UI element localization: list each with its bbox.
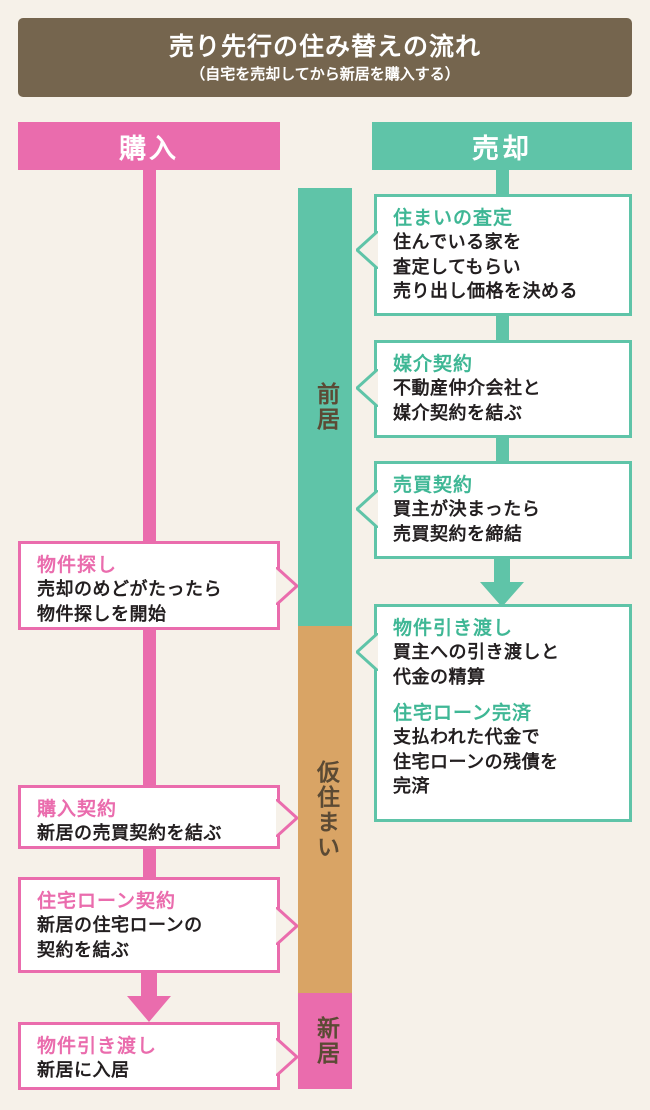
- sell-connector-1-2: [496, 313, 509, 343]
- buy-step-body-3: 新居の住宅ローンの契約を結ぶ: [37, 915, 203, 961]
- buy-down-arrow-icon: [127, 969, 171, 1022]
- sell-step-subbody-4: 支払われた代金で住宅ローンの残債を完済: [393, 727, 559, 798]
- buy-step-title-4: 物件引き渡し: [37, 1035, 158, 1057]
- right-chevron-notch-icon: [276, 799, 298, 837]
- sell-step-card-handover[interactable]: 物件引き渡し 買主への引き渡しと代金の精算 住宅ローン完済 支払われた代金で住宅…: [356, 604, 632, 822]
- sell-step-body-2: 不動産仲介会社と媒介契約を結ぶ: [393, 378, 541, 424]
- sell-notch-icon-3: [356, 490, 378, 528]
- buy-notch-icon-3: [276, 907, 298, 945]
- column-header-sell-label: 売却: [472, 133, 532, 165]
- buy-step-body-2: 新居の売買契約を結ぶ: [37, 823, 222, 845]
- sell-notch-icon-2: [356, 369, 378, 407]
- buy-step-title-3: 住宅ローン契約: [37, 890, 177, 912]
- sell-step-subtitle-4: 住宅ローン完済: [393, 702, 533, 725]
- column-header-buy-label: 購入: [119, 133, 179, 165]
- buy-notch-icon-1: [276, 567, 298, 605]
- timeline-segment-previous-home: 前居: [298, 188, 352, 626]
- buy-notch-icon-2: [276, 799, 298, 837]
- diagram-title-bar: 売り先行の住み替えの流れ （自宅を売却してから新居を購入する）: [18, 18, 632, 97]
- timeline-segment-new-home: 新居: [298, 993, 352, 1089]
- sell-step-title-1: 住まいの査定: [393, 207, 514, 229]
- sell-step-title-4: 物件引き渡し: [393, 617, 514, 639]
- left-chevron-notch-icon: [356, 633, 378, 671]
- diagram-subtitle: （自宅を売却してから新居を購入する）: [190, 64, 460, 83]
- buy-notch-icon-4: [276, 1038, 298, 1076]
- column-header-sell: 売却: [372, 122, 632, 170]
- buy-step-title-1: 物件探し: [37, 554, 118, 576]
- sell-step-body-4: 買主への引き渡しと代金の精算: [393, 642, 560, 688]
- left-chevron-notch-icon: [356, 231, 378, 269]
- sell-step-card-appraisal[interactable]: 住まいの査定 住んでいる家を査定してもらい売り出し価格を決める: [356, 194, 632, 316]
- sell-notch-icon-1: [356, 231, 378, 269]
- buy-step-card-property-search[interactable]: 物件探し 売却のめどがたったら物件探しを開始: [18, 541, 298, 630]
- sell-spine-connector: [496, 170, 509, 198]
- left-chevron-notch-icon: [356, 369, 378, 407]
- timeline-segment-new-home-label: 新居: [312, 1016, 339, 1066]
- sell-step-body-3: 買主が決まったら売買契約を締結: [393, 499, 541, 545]
- timeline-segment-temporary-housing-label: 仮住まい: [312, 759, 339, 860]
- right-chevron-notch-icon: [276, 567, 298, 605]
- buy-step-body-1: 売却のめどがたったら物件探しを開始: [37, 579, 222, 625]
- left-chevron-notch-icon: [356, 490, 378, 528]
- sell-connector-2-3: [496, 435, 509, 464]
- right-chevron-notch-icon: [276, 907, 298, 945]
- timeline-segment-temporary-housing: 仮住まい: [298, 626, 352, 993]
- right-chevron-notch-icon: [276, 1038, 298, 1076]
- buy-step-body-4: 新居に入居: [37, 1060, 130, 1082]
- sell-down-arrow-3-4: [478, 556, 526, 612]
- buy-step-title-2: 購入契約: [37, 798, 118, 820]
- sell-notch-icon-4: [356, 633, 378, 671]
- sell-step-title-2: 媒介契約: [393, 353, 474, 375]
- column-header-buy: 購入: [18, 122, 280, 170]
- sell-step-card-sales-contract[interactable]: 売買契約 買主が決まったら売買契約を締結: [356, 461, 632, 559]
- buy-step-card-handover[interactable]: 物件引き渡し 新居に入居: [18, 1022, 298, 1090]
- sell-down-arrow-icon: [480, 556, 524, 607]
- sell-step-card-brokerage-contract[interactable]: 媒介契約 不動産仲介会社と媒介契約を結ぶ: [356, 340, 632, 438]
- sell-step-title-3: 売買契約: [393, 474, 474, 496]
- sell-step-body-1: 住んでいる家を査定してもらい売り出し価格を決める: [393, 232, 578, 303]
- buy-down-arrow-3-4: [125, 969, 173, 1027]
- diagram-title: 売り先行の住み替えの流れ: [168, 31, 481, 61]
- timeline-bar: 前居 仮住まい 新居: [298, 188, 352, 1089]
- buy-step-card-purchase-contract[interactable]: 購入契約 新居の売買契約を結ぶ: [18, 785, 298, 849]
- timeline-segment-previous-home-label: 前居: [312, 382, 339, 432]
- buy-step-card-mortgage-contract[interactable]: 住宅ローン契約 新居の住宅ローンの契約を結ぶ: [18, 877, 298, 973]
